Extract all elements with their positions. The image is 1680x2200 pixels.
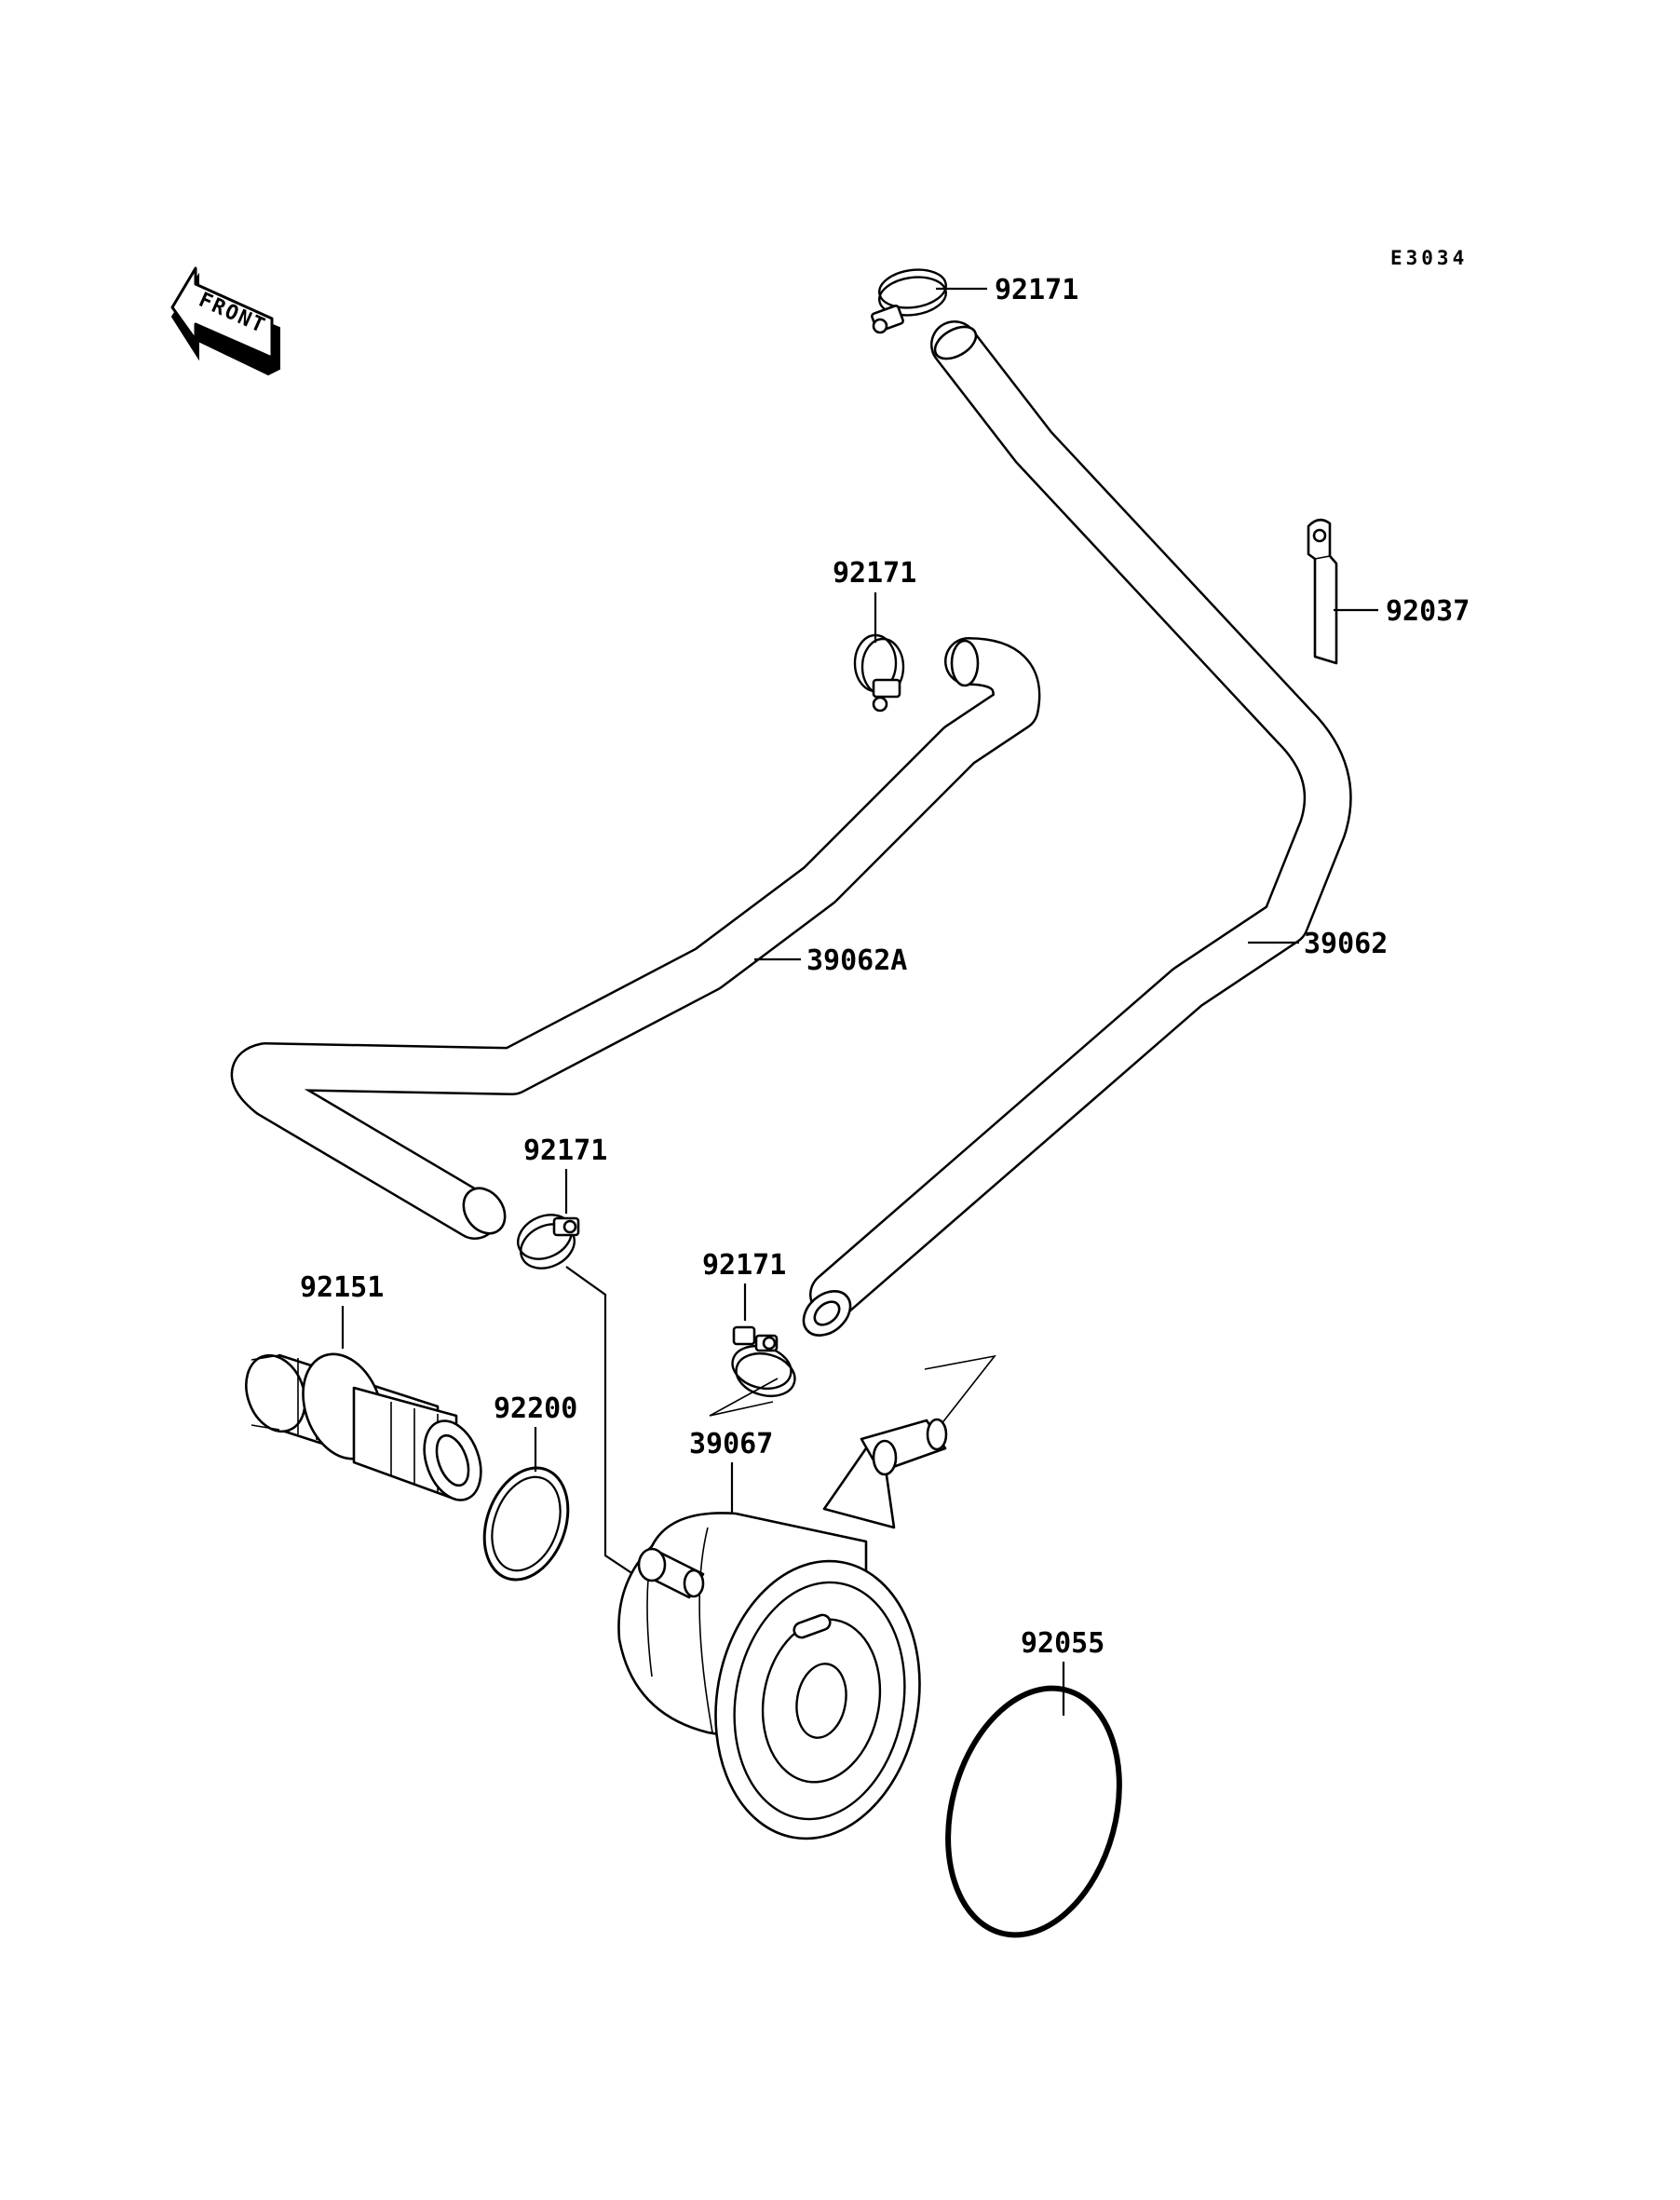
direction-arrow-lower [709, 1378, 779, 1417]
label-clamp-lower-left: 92171 [523, 1134, 607, 1167]
hose-right [802, 320, 1352, 1337]
oring-92055 [945, 1685, 1122, 1938]
front-arrow-icon: FRONT [170, 266, 280, 376]
direction-arrow-upper [924, 1354, 996, 1426]
label-clamp-top: 92171 [995, 274, 1078, 306]
hose-clamp-lower-left [517, 1214, 580, 1270]
label-oring-large: 92055 [1021, 1627, 1104, 1660]
bracket-92037 [1307, 518, 1338, 665]
label-oring-small: 92200 [494, 1392, 577, 1425]
label-hose-left: 39062A [806, 944, 907, 977]
label-clamp-upper-mid: 92171 [833, 557, 916, 590]
hose-clamp-lower-right [731, 1325, 796, 1398]
oring-92200 [482, 1466, 570, 1582]
leader-clamp-lower-left-path [565, 1266, 648, 1584]
label-oil-cooler: 39067 [689, 1428, 773, 1460]
hose-clamp-upper-mid [853, 633, 905, 713]
label-bracket: 92037 [1386, 595, 1470, 628]
diagram-code: E3034 [1390, 247, 1468, 269]
label-clamp-lower-right: 92171 [702, 1249, 786, 1282]
label-bolt: 92151 [300, 1271, 384, 1304]
label-hose-right: 39062 [1304, 928, 1388, 960]
oil-cooler-39067 [617, 1418, 948, 1840]
hose-left [230, 637, 1041, 1240]
hose-clamp-top [871, 268, 947, 334]
union-bolt-92151 [245, 1352, 482, 1501]
